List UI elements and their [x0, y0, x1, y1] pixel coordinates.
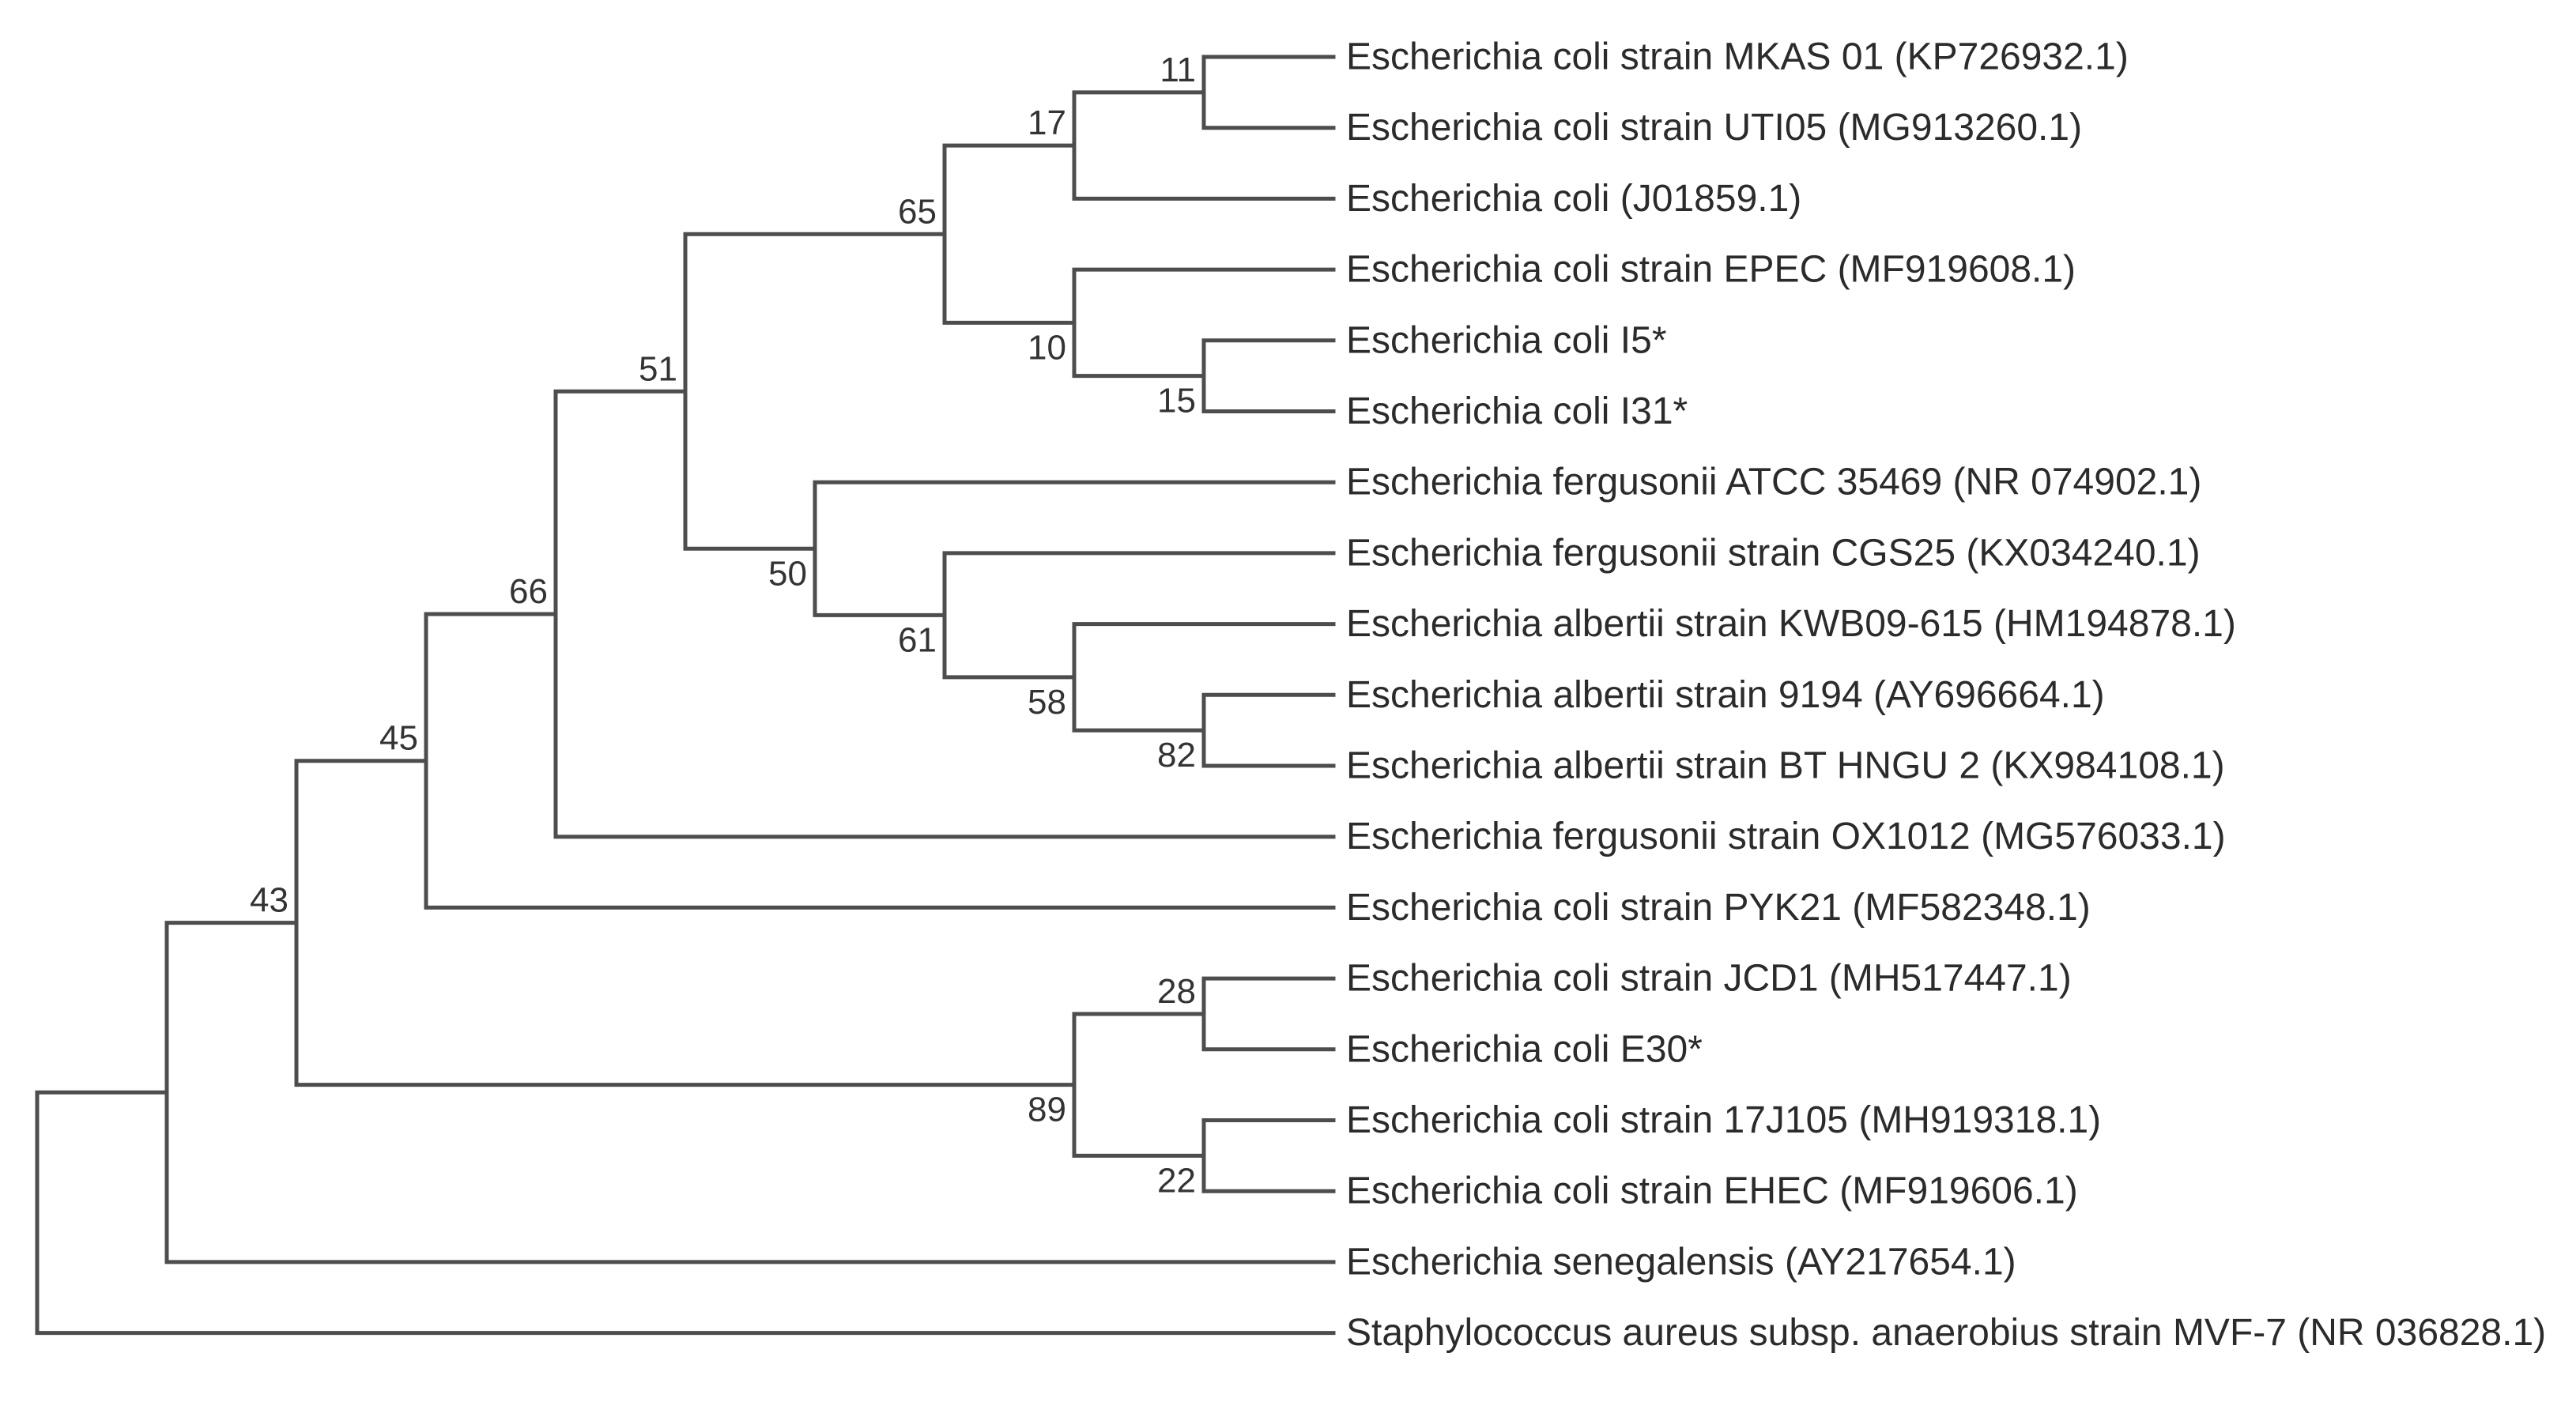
bootstrap-value-66: 66: [509, 572, 548, 611]
branch-node-58: [1072, 622, 1336, 733]
branch-node-65: [942, 143, 1077, 325]
taxon-label-9: Escherichia albertii strain 9194 (AY6966…: [1346, 674, 2105, 716]
bootstrap-value-22: 22: [1157, 1161, 1196, 1200]
branch-node-45: [424, 612, 1336, 910]
branch-node-89: [1072, 1012, 1206, 1158]
taxon-label-10: Escherichia albertii strain BT HNGU 2 (K…: [1346, 745, 2225, 787]
bootstrap-value-15: 15: [1157, 382, 1196, 420]
bootstrap-value-43: 43: [250, 881, 289, 920]
bootstrap-value-51: 51: [639, 349, 677, 388]
branch-node-28: [1201, 976, 1336, 1052]
branch-node-82: [1201, 692, 1336, 768]
taxon-label-18: Staphylococcus aureus subsp. anaerobius …: [1346, 1312, 2546, 1354]
taxon-label-13: Escherichia coli strain JCD1 (MH517447.1…: [1346, 958, 2072, 1000]
bootstrap-value-82: 82: [1157, 736, 1196, 774]
branch-node-66: [553, 389, 1336, 839]
taxon-label-8: Escherichia albertii strain KWB09-615 (H…: [1346, 603, 2236, 645]
branch-node-15: [1201, 338, 1336, 413]
taxon-label-6: Escherichia fergusonii ATCC 35469 (NR 07…: [1346, 462, 2201, 503]
branch-node-51: [683, 232, 947, 551]
taxon-label-4: Escherichia coli I5*: [1346, 319, 1667, 361]
taxon-label-0: Escherichia coli strain MKAS 01 (KP72693…: [1346, 36, 2129, 78]
bootstrap-value-11: 11: [1160, 51, 1196, 89]
taxon-label-2: Escherichia coli (J01859.1): [1346, 178, 1801, 220]
branch-node-61: [942, 551, 1336, 680]
bootstrap-value-10: 10: [1028, 328, 1066, 367]
branch-node-50: [813, 480, 1336, 617]
branch-node-43: [294, 759, 1077, 1087]
taxon-label-16: Escherichia coli strain EHEC (MF919606.1…: [1346, 1170, 2078, 1212]
bootstrap-value-58: 58: [1028, 683, 1066, 722]
taxon-label-11: Escherichia fergusonii strain OX1012 (MG…: [1346, 816, 2226, 857]
taxon-label-15: Escherichia coli strain 17J105 (MH919318…: [1346, 1099, 2101, 1141]
bootstrap-value-28: 28: [1157, 972, 1196, 1011]
bootstrap-value-61: 61: [898, 620, 937, 659]
taxon-label-1: Escherichia coli strain UTI05 (MG913260.…: [1346, 107, 2082, 149]
branch-node-22: [1201, 1118, 1336, 1193]
taxon-label-14: Escherichia coli E30*: [1346, 1028, 1703, 1070]
branch-node-10: [1072, 267, 1336, 379]
taxon-label-7: Escherichia fergusonii strain CGS25 (KX0…: [1346, 532, 2201, 574]
bootstrap-value-89: 89: [1028, 1091, 1066, 1129]
taxon-label-12: Escherichia coli strain PYK21 (MF582348.…: [1346, 887, 2091, 929]
branch-node-a: [164, 921, 1336, 1264]
bootstrap-value-17: 17: [1028, 104, 1066, 142]
bootstrap-value-65: 65: [898, 192, 937, 231]
branch-root: [35, 1090, 1336, 1336]
taxon-label-3: Escherichia coli strain EPEC (MF919608.1…: [1346, 249, 2076, 291]
branch-node-17: [1072, 90, 1336, 201]
taxon-label-5: Escherichia coli I31*: [1346, 390, 1688, 432]
branch-node-11: [1201, 55, 1336, 130]
bootstrap-value-45: 45: [379, 719, 418, 758]
taxon-label-17: Escherichia senegalensis (AY217654.1): [1346, 1241, 2016, 1283]
bootstrap-value-50: 50: [768, 554, 807, 593]
